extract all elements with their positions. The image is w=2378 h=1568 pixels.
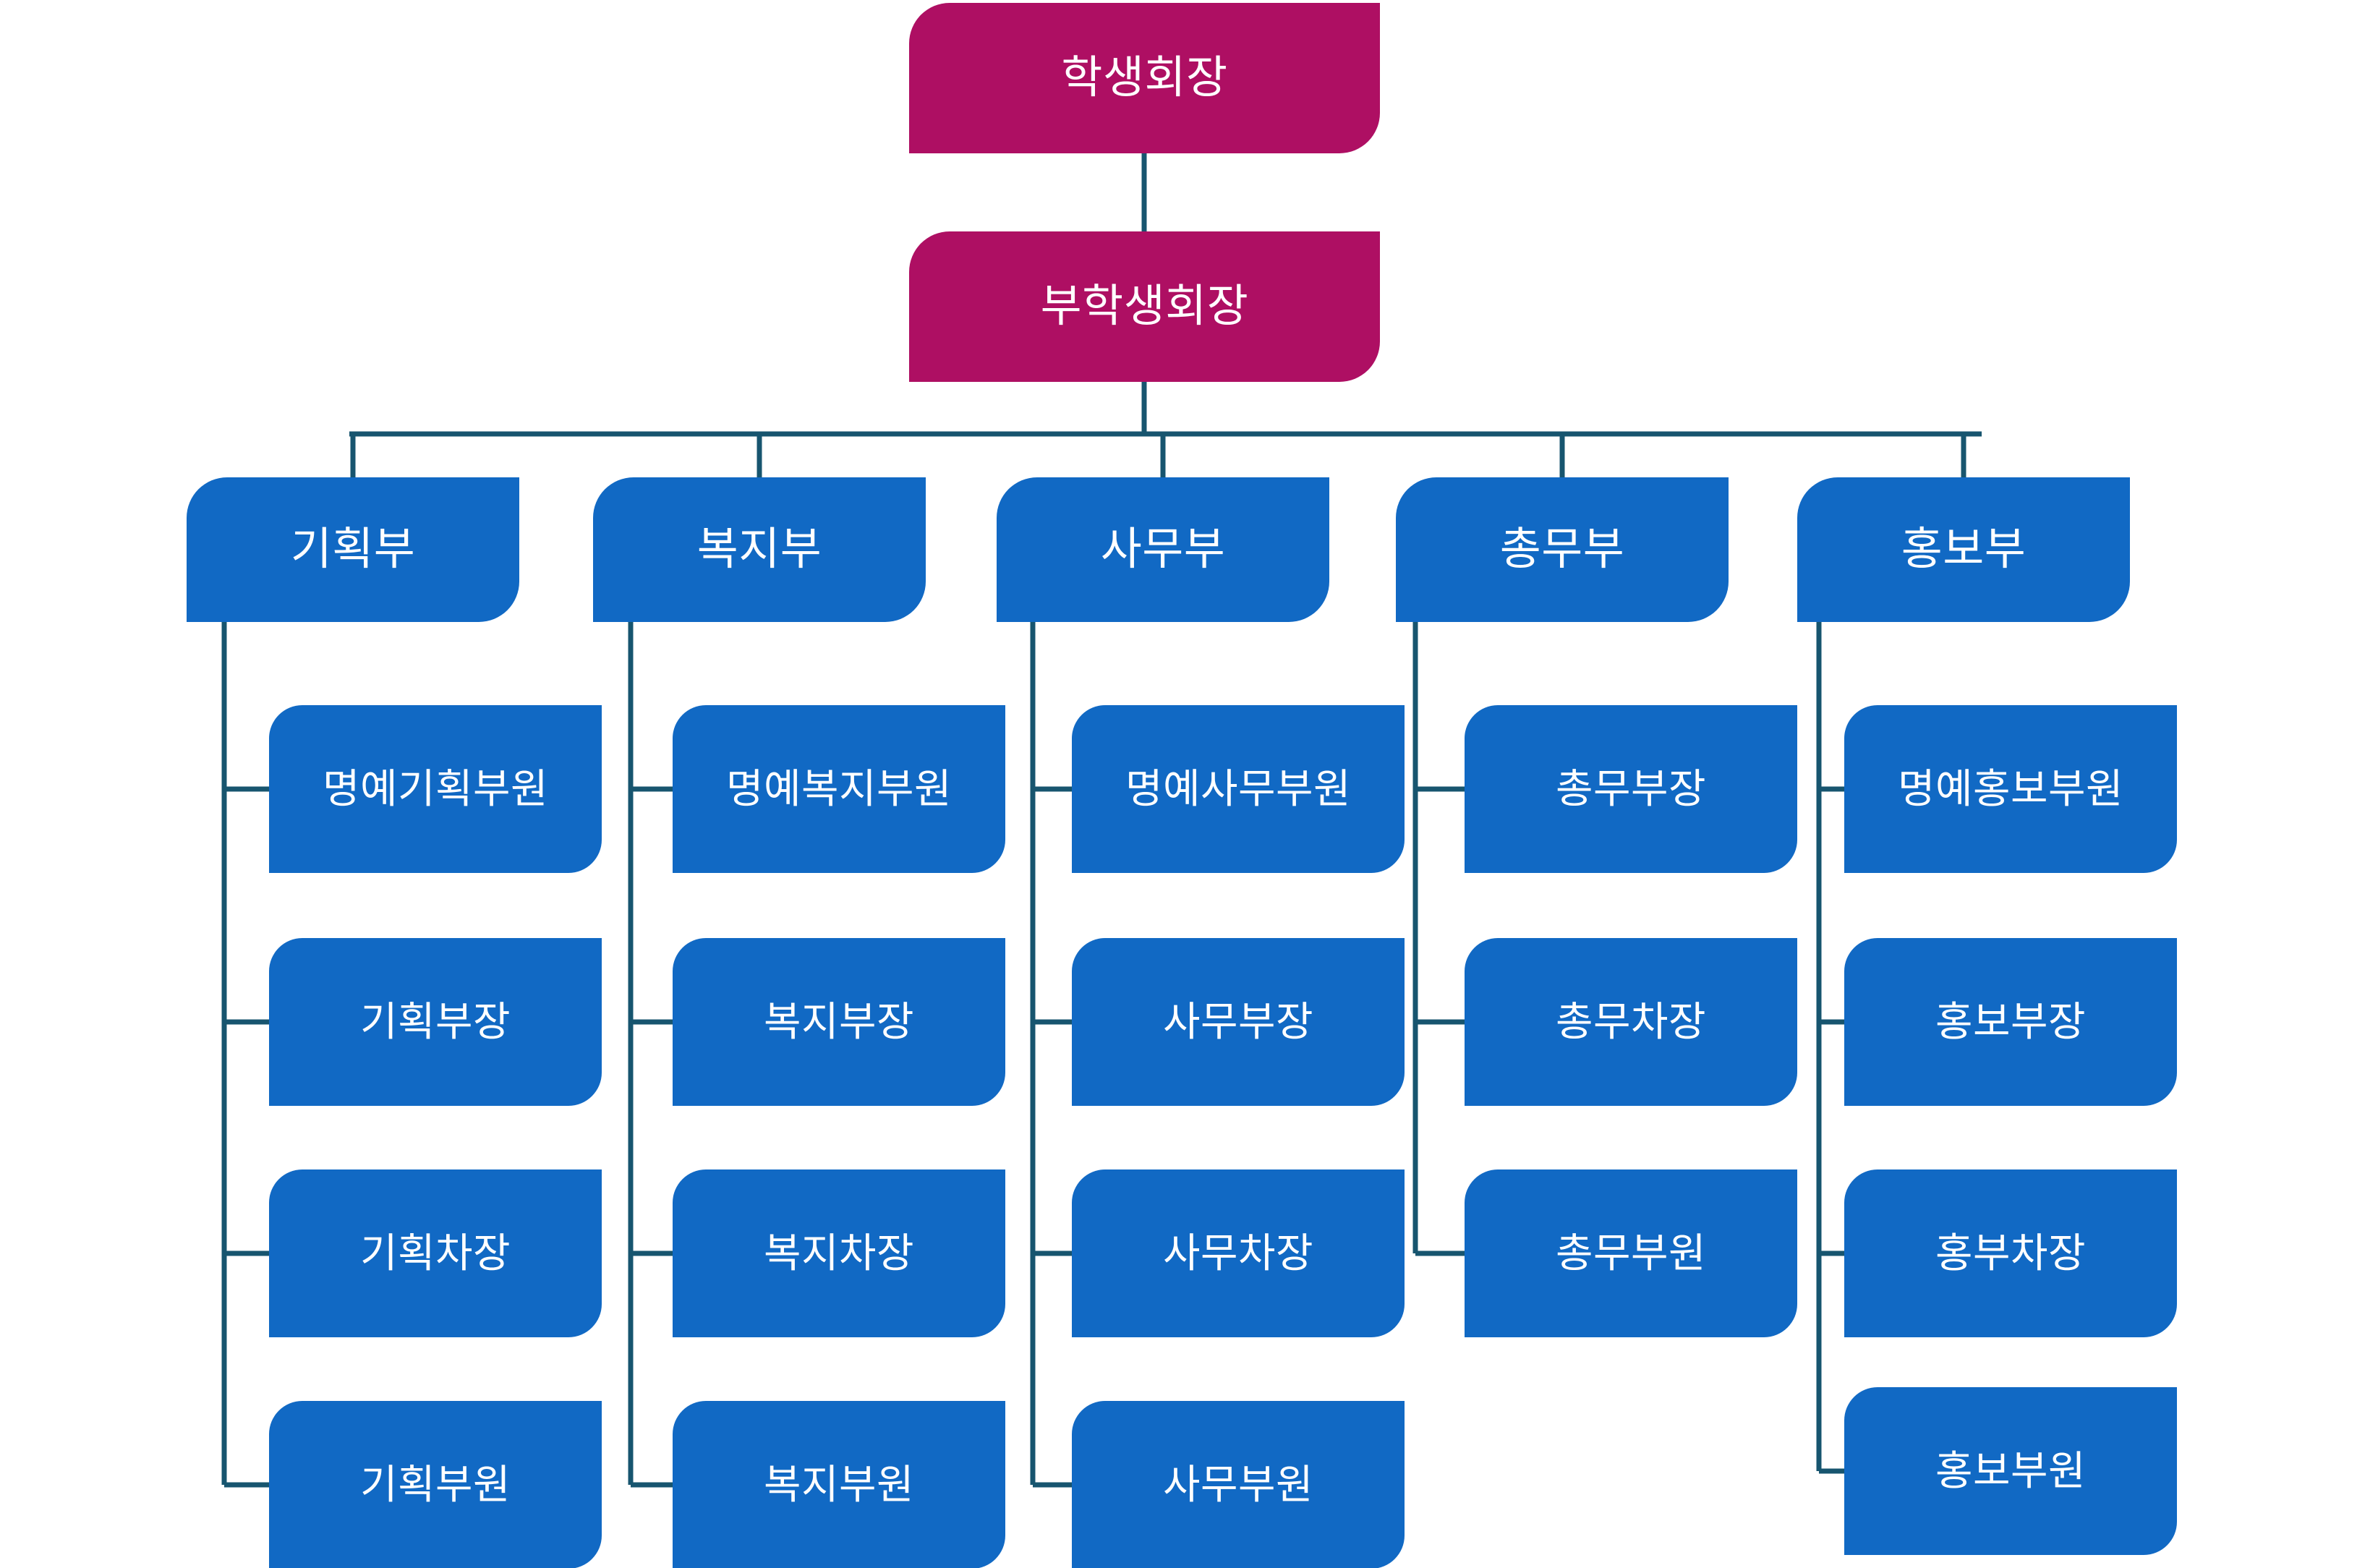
node-vice-president-label: 부학생회장 <box>1040 281 1249 331</box>
node-publicity[interactable]: 홍보부 <box>1797 477 2130 622</box>
node-publicity-honorary-label: 명예홍보부원 <box>1897 766 2124 812</box>
node-planning-head-label: 기획부장 <box>359 999 511 1045</box>
node-general-deputy[interactable]: 총무차장 <box>1465 938 1797 1106</box>
node-welfare-member-label: 복지부원 <box>763 1462 915 1508</box>
node-planning-label: 기획부 <box>290 524 416 574</box>
node-publicity-head-label: 홍보부장 <box>1935 999 2087 1045</box>
node-publicity-label: 홍보부 <box>1901 524 2027 574</box>
node-affairs[interactable]: 사무부 <box>997 477 1329 622</box>
node-publicity-deputy[interactable]: 홍부차장 <box>1844 1169 2177 1337</box>
node-planning-deputy-label: 기획차장 <box>359 1230 511 1277</box>
node-welfare-honorary-label: 명예복지부원 <box>725 766 953 812</box>
node-affairs-member[interactable]: 사무부원 <box>1072 1401 1405 1568</box>
node-welfare-member[interactable]: 복지부원 <box>673 1401 1005 1568</box>
node-affairs-honorary-label: 명예사무부원 <box>1125 766 1352 812</box>
node-affairs-deputy-label: 사무차장 <box>1162 1230 1314 1277</box>
node-welfare-head[interactable]: 복지부장 <box>673 938 1005 1106</box>
node-publicity-head[interactable]: 홍보부장 <box>1844 938 2177 1106</box>
node-planning-member[interactable]: 기획부원 <box>269 1401 602 1568</box>
node-affairs-honorary[interactable]: 명예사무부원 <box>1072 705 1405 873</box>
node-affairs-member-label: 사무부원 <box>1162 1462 1314 1508</box>
node-general-label: 총무부 <box>1499 524 1625 574</box>
node-welfare-deputy-label: 복지차장 <box>763 1230 915 1277</box>
node-publicity-member[interactable]: 홍보부원 <box>1844 1387 2177 1555</box>
node-planning-honorary-label: 명예기획부원 <box>322 766 549 812</box>
node-general[interactable]: 총무부 <box>1396 477 1729 622</box>
node-publicity-member-label: 홍보부원 <box>1935 1448 2087 1494</box>
node-affairs-label: 사무부 <box>1100 524 1226 574</box>
node-planning-head[interactable]: 기획부장 <box>269 938 602 1106</box>
node-president[interactable]: 학생회장 <box>909 3 1380 153</box>
node-welfare-label: 복지부 <box>696 524 822 574</box>
node-general-head[interactable]: 총무부장 <box>1465 705 1797 873</box>
node-affairs-deputy[interactable]: 사무차장 <box>1072 1169 1405 1337</box>
node-planning-deputy[interactable]: 기획차장 <box>269 1169 602 1337</box>
node-planning-member-label: 기획부원 <box>359 1462 511 1508</box>
node-publicity-deputy-label: 홍부차장 <box>1935 1230 2087 1277</box>
node-general-head-label: 총무부장 <box>1555 766 1707 812</box>
node-general-deputy-label: 총무차장 <box>1555 999 1707 1045</box>
node-general-member[interactable]: 총무부원 <box>1465 1169 1797 1337</box>
node-planning-honorary[interactable]: 명예기획부원 <box>269 705 602 873</box>
node-welfare-head-label: 복지부장 <box>763 999 915 1045</box>
node-planning[interactable]: 기획부 <box>187 477 519 622</box>
node-publicity-honorary[interactable]: 명예홍보부원 <box>1844 705 2177 873</box>
node-affairs-head-label: 사무부장 <box>1162 999 1314 1045</box>
node-president-label: 학생회장 <box>1061 52 1228 103</box>
node-vice-president[interactable]: 부학생회장 <box>909 231 1380 382</box>
node-welfare-honorary[interactable]: 명예복지부원 <box>673 705 1005 873</box>
node-general-member-label: 총무부원 <box>1555 1230 1707 1277</box>
node-affairs-head[interactable]: 사무부장 <box>1072 938 1405 1106</box>
node-welfare-deputy[interactable]: 복지차장 <box>673 1169 1005 1337</box>
node-welfare[interactable]: 복지부 <box>593 477 926 622</box>
